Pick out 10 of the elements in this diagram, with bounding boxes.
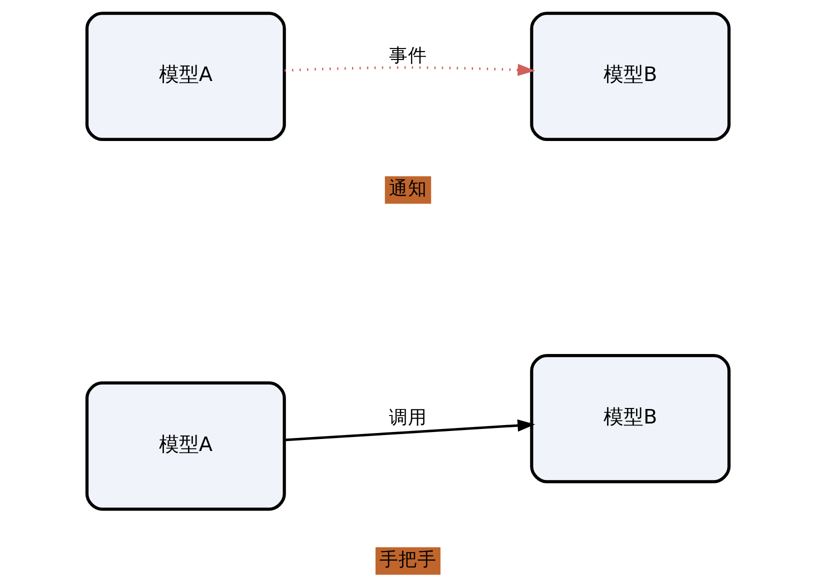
node-box: 模型A — [85, 381, 286, 511]
label: 通知 — [389, 178, 427, 200]
node-box: 模型B — [530, 354, 731, 484]
edge-label: 事件 — [389, 45, 427, 66]
arrow — [284, 64, 536, 76]
edge-label: 调用 — [389, 408, 427, 429]
label: 手把手 — [380, 549, 436, 570]
node-box: 模型A — [85, 12, 286, 141]
node-box: 模型B — [530, 12, 731, 141]
arrow — [284, 419, 536, 442]
